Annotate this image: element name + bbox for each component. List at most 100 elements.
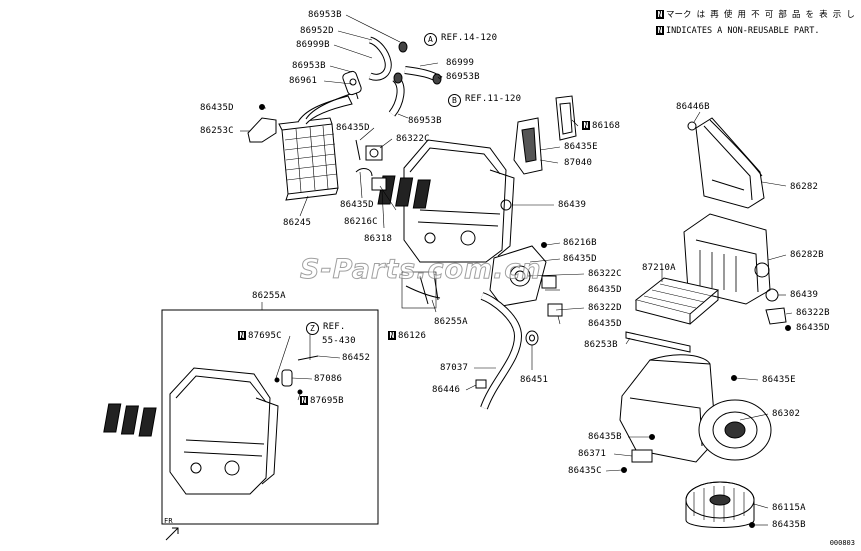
actuator-86322b	[765, 307, 787, 325]
resistor-86371	[631, 449, 653, 463]
part-label[interactable]: 86953B	[292, 61, 326, 71]
part-label[interactable]: 86435C	[568, 466, 602, 476]
part-label[interactable]: 86322C	[588, 269, 622, 279]
grommet-86439-b	[765, 288, 779, 302]
part-label[interactable]: 86452	[342, 353, 371, 363]
non-reusable-badge-icon: N	[582, 121, 590, 130]
part-number: 87695B	[310, 396, 344, 406]
grommet-86439-a	[500, 199, 512, 211]
part-label[interactable]: 86115A	[772, 503, 806, 513]
ref-z-number: 55-430	[322, 336, 356, 346]
part-label[interactable]: 86953B	[446, 72, 480, 82]
ref-b-icon: B	[448, 94, 461, 107]
part-label[interactable]: 86435D	[336, 123, 370, 133]
seal-86253b	[625, 331, 691, 353]
part-label[interactable]: 86435D	[563, 254, 597, 264]
part-label[interactable]: 86952D	[300, 26, 334, 36]
drawing-code: 000803	[829, 539, 855, 547]
part-label[interactable]: 87040	[564, 158, 593, 168]
part-label[interactable]: 86435D	[588, 285, 622, 295]
actuators-lower-center	[489, 242, 563, 317]
ref-z-icon: Z	[306, 322, 319, 335]
hvac-unit-inset	[103, 367, 279, 495]
part-label[interactable]: 86318	[364, 234, 393, 244]
part-label[interactable]: 86435E	[564, 142, 598, 152]
part-label[interactable]: 87086	[314, 374, 343, 384]
part-label[interactable]: 86435E	[762, 375, 796, 385]
part-label[interactable]: 86282B	[790, 250, 824, 260]
ref-b-text: REF.11-120	[465, 94, 522, 104]
part-label[interactable]: 86322D	[588, 303, 622, 313]
part-label[interactable]: 86435D	[200, 103, 234, 113]
screw-86435b-a	[649, 434, 655, 440]
front-direction-label: FR	[164, 517, 173, 525]
part-label[interactable]: 86435D	[588, 319, 622, 329]
part-label[interactable]: 86435B	[772, 520, 806, 530]
grommet-86451	[525, 330, 539, 346]
part-label[interactable]: 86302	[772, 409, 801, 419]
reference-a[interactable]: A REF.14-120	[424, 33, 497, 46]
part-label[interactable]: 86282	[790, 182, 819, 192]
actuator-86322c	[365, 145, 383, 161]
ref-a-icon: A	[424, 33, 437, 46]
leader-lines	[240, 14, 793, 526]
ref-a-text: REF.14-120	[441, 33, 498, 43]
watermark: S-Parts.com.cn	[300, 254, 542, 286]
clip-86446-a	[475, 379, 487, 389]
duct-87040	[513, 95, 577, 175]
heater-core-86245	[278, 91, 359, 201]
part-label[interactable]: 87210A	[642, 263, 676, 273]
housing-86282	[687, 117, 765, 209]
part-label[interactable]: 86255A	[252, 291, 286, 301]
part-label[interactable]: 86245	[283, 218, 312, 228]
reference-b[interactable]: B REF.11-120	[448, 94, 521, 107]
part-label[interactable]: 87037	[440, 363, 469, 373]
part-label[interactable]: 86999B	[296, 40, 330, 50]
part-label[interactable]: 86953B	[308, 10, 342, 20]
bracket-86253c	[247, 117, 277, 143]
part-label[interactable]: 86216C	[344, 217, 378, 227]
part-label[interactable]: 86446	[432, 385, 461, 395]
part-label[interactable]: 86253B	[584, 340, 618, 350]
part-number: 86126	[398, 331, 427, 341]
part-label[interactable]: 86953B	[408, 116, 442, 126]
part-label[interactable]: 86435D	[796, 323, 830, 333]
part-label[interactable]: 86253C	[200, 126, 234, 136]
blower-motor-86115a	[685, 481, 755, 528]
part-label[interactable]: 86439	[790, 290, 819, 300]
part-label[interactable]: 86451	[520, 375, 549, 385]
part-label[interactable]: 86999	[446, 58, 475, 68]
part-label[interactable]: 86446B	[676, 102, 710, 112]
blower-housing-86302	[619, 354, 772, 463]
non-reusable-badge-icon: N	[656, 10, 664, 19]
linkage-86126	[405, 285, 441, 299]
non-reusable-badge-icon: N	[656, 26, 664, 35]
inset-frame	[161, 309, 379, 525]
filter-87210a	[634, 277, 720, 325]
part-label[interactable]: 86255A	[434, 317, 468, 327]
housing-86282b	[683, 213, 771, 305]
hoses-upper	[342, 36, 443, 117]
part-label[interactable]: 86322B	[796, 308, 830, 318]
part-label[interactable]: 86216B	[563, 238, 597, 248]
legend-text-en: INDICATES A NON-REUSABLE PART.	[666, 26, 820, 36]
part-label[interactable]: 86435B	[588, 432, 622, 442]
part-number: 87695C	[248, 331, 282, 341]
part-label[interactable]: 86371	[578, 449, 607, 459]
screw-86435d-a	[259, 104, 265, 110]
part-label[interactable]: 86322C	[396, 134, 430, 144]
part-label[interactable]: 86961	[289, 76, 318, 86]
part-number: 86168	[592, 121, 621, 131]
part-label[interactable]: 86435D	[340, 200, 374, 210]
part-label[interactable]: 86439	[558, 200, 587, 210]
non-reusable-badge-icon: N	[388, 331, 396, 340]
legend-text-jp: マーク は 再 使 用 不 可 部 品 を 表 示 し ま す 。	[666, 10, 861, 20]
